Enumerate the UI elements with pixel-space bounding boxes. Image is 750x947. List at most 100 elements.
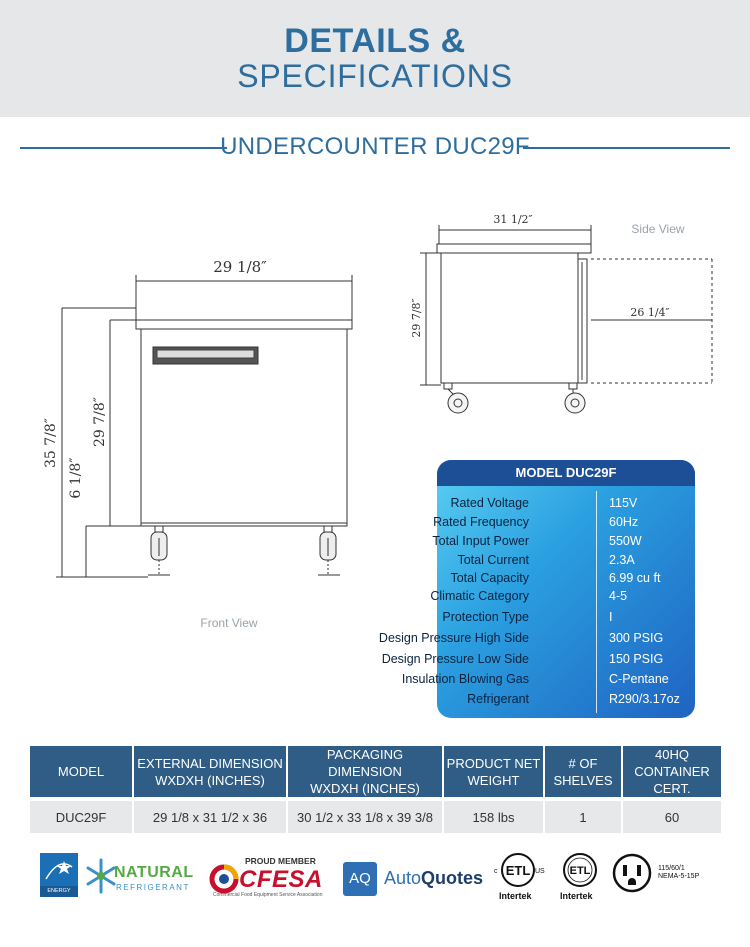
spec-value: 550W [609, 534, 642, 548]
cfesa-name: CFESA [239, 866, 323, 893]
spec-value: C-Pentane [609, 672, 669, 686]
col-packaging-dimension-l1: PACKAGING DIMENSION [326, 747, 404, 779]
spec-row: Rated Voltage 115V [437, 496, 695, 516]
spec-label: Rated Frequency [433, 515, 529, 529]
cfesa-emblem-icon [209, 864, 239, 894]
spec-row: Insulation Blowing Gas C-Pentane [402, 672, 695, 692]
spec-card-heading: MODEL DUC29F [437, 460, 695, 486]
etl-mark-text: ETL [506, 863, 531, 878]
spec-label: Rated Voltage [450, 496, 529, 510]
side-height-dim: 29 7/8″ [410, 298, 423, 337]
spec-label: Climatic Category [430, 589, 529, 603]
cfesa-tagline: Commercial Food Equipment Service Associ… [213, 892, 323, 898]
header-band [0, 0, 750, 117]
col-packaging-dimension-l2: WXDXH (INCHES) [310, 781, 420, 796]
spec-label: Total Capacity [450, 571, 529, 585]
front-caster-height-dim: 6 1/8″ [68, 457, 84, 498]
spec-value: 6.99 cu ft [609, 571, 661, 585]
intertek-label-1: Intertek [499, 891, 532, 901]
cell-shelves: 1 [544, 797, 623, 833]
front-view-caption: Front View [200, 616, 257, 630]
snowflake-icon [86, 858, 116, 894]
side-depth-dim: 31 1/2″ [493, 213, 532, 226]
subtitle: UNDERCOUNTER DUC29F [220, 133, 530, 160]
nema-plug-icon [612, 853, 652, 898]
nema-type: NEMA-5-15P [658, 873, 700, 880]
cell-external-dimension: 29 1/8 x 31 1/2 x 36 [133, 797, 288, 833]
col-packaging-dimension: PACKAGING DIMENSION WXDXH (INCHES) [287, 746, 444, 799]
cfesa-member-label: PROUD MEMBER [245, 856, 316, 866]
front-total-height-dim: 35 7/8″ [43, 418, 59, 468]
col-model-label: MODEL [57, 764, 105, 779]
col-container-cert: 40HQ CONTAINER CERT. [622, 746, 721, 799]
etl-mark-icon: ETL c US [494, 853, 545, 887]
spec-label: Insulation Blowing Gas [401, 672, 529, 686]
front-body-height-dim: 29 7/8″ [92, 397, 108, 447]
spec-value: 150 PSIG [609, 652, 664, 666]
spec-row: Protection Type I [437, 610, 695, 630]
autoquotes-word-1: Auto [384, 868, 422, 888]
nema-rating: 115/60/1 [658, 865, 685, 872]
spec-value: 4-5 [609, 589, 628, 603]
plug-outlet-icon [612, 853, 652, 893]
spec-value: 60Hz [609, 515, 639, 529]
etl-listed-logo-1: ETL c US Intertek [490, 850, 550, 902]
col-container-cert-l1: 40HQ [655, 747, 689, 762]
spec-card [437, 460, 695, 718]
side-view-caption: Side View [631, 222, 684, 236]
intertek-label-2: Intertek [560, 891, 593, 901]
spec-value: R290/3.17oz [609, 692, 680, 706]
etl-sanitation-icon: ETL [563, 853, 597, 887]
nema-label: 115/60/1 NEMA-5-15P [658, 865, 699, 881]
spec-label: Total Input Power [432, 534, 529, 548]
col-shelves-l1: # OF [568, 755, 598, 771]
col-shelves-l2: SHELVES [553, 772, 613, 788]
page-title-line2: SPECIFICATIONS [237, 58, 513, 94]
subtitle-rule-left [20, 147, 227, 149]
col-external-dimension-l1: EXTERNAL DIMENSION [137, 755, 283, 771]
col-net-weight-l1: PRODUCT NET [446, 755, 541, 771]
spec-value: 2.3A [609, 553, 635, 567]
energy-star-label: ENERGY STAR [40, 886, 78, 905]
energy-star-logo: ENERGY STAR [40, 853, 78, 905]
spec-row: Design Pressure High Side 300 PSIG [379, 631, 695, 651]
front-view-drawing [56, 275, 353, 578]
col-external-dimension-l2: WXDXH (INCHES) [155, 772, 265, 788]
cell-model: DUC29F [30, 797, 134, 833]
col-container-cert-l2: CONTAINER CERT. [634, 764, 710, 796]
cell-container-cert: 60 [622, 797, 721, 833]
col-model: MODEL [30, 746, 134, 799]
spec-row: Climatic Category 4-5 [430, 589, 695, 609]
cell-net-weight: 158 lbs [443, 797, 545, 833]
autoquotes-badge: AQ [343, 862, 377, 896]
spec-row: Rated Frequency 60Hz [433, 515, 695, 535]
etl-sanitation-logo: ETL Intertek [556, 850, 606, 902]
spec-row: Total Input Power 550W [432, 534, 695, 554]
side-view-drawing [420, 225, 713, 414]
spec-value: 300 PSIG [609, 631, 664, 645]
front-width-dim: 29 1/8″ [213, 258, 267, 276]
spec-label: Design Pressure High Side [378, 631, 529, 645]
table-row: DUC29F 29 1/8 x 31 1/2 x 36 30 1/2 x 33 … [30, 797, 721, 833]
side-door-open-dim: 26 1/4″ [630, 306, 669, 319]
spec-row: Total Current 2.3A [437, 553, 695, 573]
spec-value: I [609, 610, 613, 624]
spec-value: 115V [609, 496, 638, 510]
etl-us-text: US [535, 868, 545, 875]
energy-star-icon [45, 861, 73, 880]
natural-refrigerant-logo: NATURAL REFRIGERANT [86, 856, 193, 901]
spec-label: Protection Type [442, 610, 529, 624]
spec-row: Refrigerant R290/3.17oz [437, 692, 695, 712]
page-title-line1: DETAILS & [284, 22, 466, 60]
cfesa-logo: PROUD MEMBER CFESA Commercial Food Equip… [209, 856, 334, 902]
spec-label: Refrigerant [467, 692, 529, 706]
svg-text:c: c [494, 868, 498, 875]
spec-label: Total Current [457, 553, 529, 567]
